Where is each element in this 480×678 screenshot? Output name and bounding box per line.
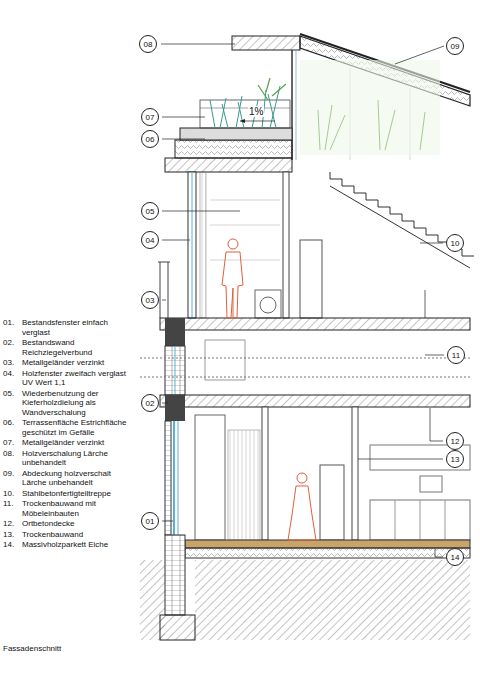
callout-number: 13	[451, 455, 460, 464]
callout-circle: 06	[141, 130, 159, 148]
legend-item: 10.Stahlbetonfertigteiltreppe	[3, 489, 138, 499]
legend-text: Holzverschalung Lärche unbehandelt	[22, 449, 134, 468]
callout-number: 11	[452, 351, 460, 360]
slope-label: 1%	[248, 106, 264, 117]
legend-text: Stahlbetonfertigteiltreppe	[22, 489, 134, 499]
callout-number: 08	[144, 40, 153, 49]
callout-number: 04	[146, 236, 155, 245]
legend-number: 11.	[3, 499, 22, 518]
callout-circle: 05	[141, 202, 159, 220]
legend-item: 07.Metallgeländer verzinkt	[3, 438, 138, 448]
callout-circle: 08	[139, 35, 157, 53]
legend-number: 03.	[3, 358, 22, 368]
legend-text: Abdeckung holzverschalt Lärche unbehande…	[22, 469, 134, 488]
caption: Fassadenschnitt	[3, 644, 61, 653]
legend-item: 05.Wiederbenutzung der Kieferholzdielung…	[3, 389, 138, 418]
legend-item: 09.Abdeckung holzverschalt Lärche unbeha…	[3, 469, 138, 488]
legend-item: 03.Metallgeländer verzinkt	[3, 358, 138, 368]
callout-circle: 09	[446, 37, 464, 55]
legend-number: 07.	[3, 438, 22, 448]
legend-number: 04.	[3, 369, 22, 388]
legend-item: 04.Holzfenster zweifach verglast UV Wert…	[3, 369, 138, 388]
legend-text: Holzfenster zweifach verglast UV Wert 1,…	[22, 369, 134, 388]
legend-text: Bestandsfenster einfach verglast	[22, 318, 134, 337]
legend-number: 02.	[3, 338, 22, 357]
callout-number: 01	[146, 517, 155, 526]
legend-number: 08.	[3, 449, 22, 468]
callout-number: 02	[146, 399, 155, 408]
callout-number: 03	[146, 296, 155, 305]
legend-text: Wiederbenutzung der Kieferholzdielung al…	[22, 389, 134, 418]
legend-number: 01.	[3, 318, 22, 337]
callout-number: 10	[451, 239, 460, 248]
legend-number: 12.	[3, 519, 22, 529]
legend-item: 08.Holzverschalung Lärche unbehandelt	[3, 449, 138, 468]
legend-item: 14.Massivholzparkett Eiche	[3, 540, 138, 550]
legend-item: 01.Bestandsfenster einfach verglast	[3, 318, 138, 337]
legend-text: Metallgeländer verzinkt	[22, 438, 134, 448]
callout-circle: 10	[446, 234, 464, 252]
callout-circle: 02	[141, 394, 159, 412]
callout-circle: 07	[141, 108, 159, 126]
callout-circle: 14	[446, 548, 464, 566]
legend-text: Massivholzparkett Eiche	[22, 540, 134, 550]
callout-circle: 11	[447, 346, 465, 364]
legend-text: Bestandswand Reichziegelverbund	[22, 338, 134, 357]
legend-number: 13.	[3, 530, 22, 540]
callout-circle: 01	[141, 512, 159, 530]
legend-text: Trockenbauwand mit Möbeleinbauten	[22, 499, 134, 518]
callout-circle: 13	[446, 450, 464, 468]
legend-number: 09.	[3, 469, 22, 488]
legend-item: 06.Terrassenfläche Estrichfläche geschüt…	[3, 418, 138, 437]
legend-item: 13.Trockenbauwand	[3, 530, 138, 540]
legend-number: 10.	[3, 489, 22, 499]
callout-number: 06	[146, 135, 155, 144]
legend-text: Ortbetondecke	[22, 519, 134, 529]
callout-number: 14	[451, 553, 460, 562]
callout-number: 09	[451, 42, 460, 51]
callout-circle: 04	[141, 231, 159, 249]
callout-number: 07	[146, 113, 155, 122]
callout-number: 05	[146, 207, 155, 216]
legend-number: 05.	[3, 389, 22, 418]
legend-text: Trockenbauwand	[22, 530, 134, 540]
callout-circle: 12	[446, 432, 464, 450]
legend-list: 01.Bestandsfenster einfach verglast02.Be…	[3, 318, 138, 551]
callout-circle: 03	[141, 291, 159, 309]
callout-number: 12	[451, 437, 460, 446]
legend-number: 14.	[3, 540, 22, 550]
legend-text: Terrassenfläche Estrichfläche geschützt …	[22, 418, 134, 437]
legend-item: 02.Bestandswand Reichziegelverbund	[3, 338, 138, 357]
legend-item: 12.Ortbetondecke	[3, 519, 138, 529]
legend-number: 06.	[3, 418, 22, 437]
legend-item: 11.Trockenbauwand mit Möbeleinbauten	[3, 499, 138, 518]
legend-text: Metallgeländer verzinkt	[22, 358, 134, 368]
